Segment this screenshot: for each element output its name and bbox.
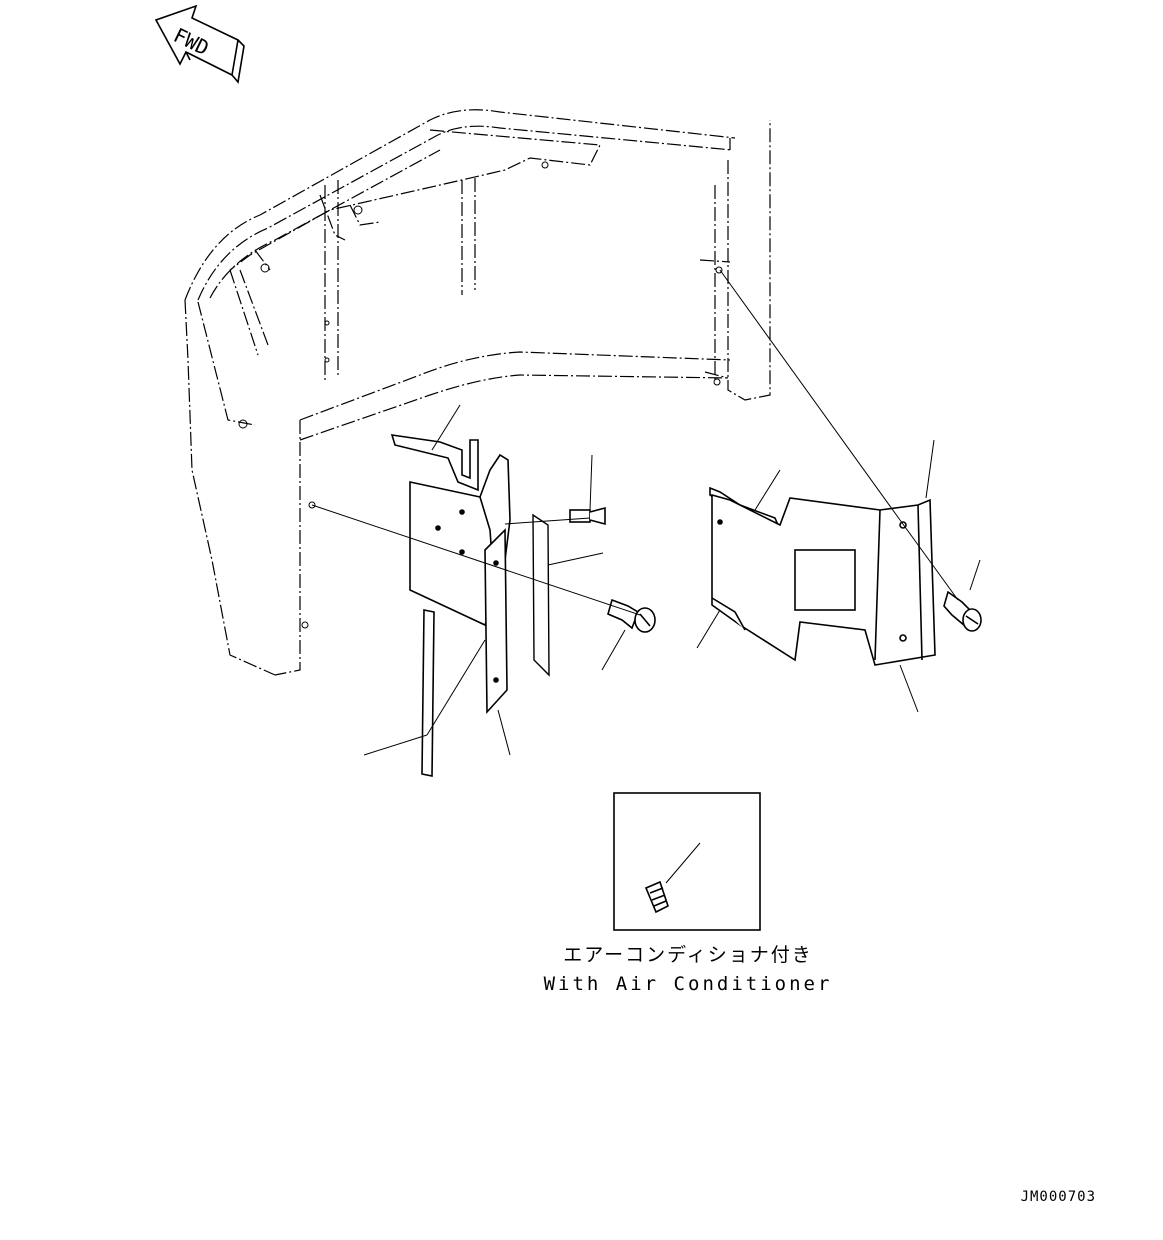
bracket-plate-left <box>484 528 508 715</box>
grommet-icon <box>644 880 669 914</box>
fwd-arrow-icon <box>154 4 245 84</box>
upper-trim-strip-left <box>390 434 479 492</box>
inset-caption-en: With Air Conditioner <box>544 973 833 995</box>
seal-strip-long <box>421 609 435 777</box>
inset-box <box>613 792 761 931</box>
cover-panel-right <box>711 493 936 666</box>
bolt-right-icon <box>943 590 982 632</box>
frame-mount-holes <box>238 161 723 629</box>
clip-fastener-icon <box>569 506 606 526</box>
cab-frame <box>184 109 771 676</box>
leader-lines <box>311 269 981 756</box>
inset-caption-jp: エアーコンディショナ付き <box>563 944 813 966</box>
document-id: JM000703 <box>1021 1189 1096 1205</box>
bolt-left-icon <box>607 598 656 633</box>
insulation-sheet <box>532 513 550 677</box>
